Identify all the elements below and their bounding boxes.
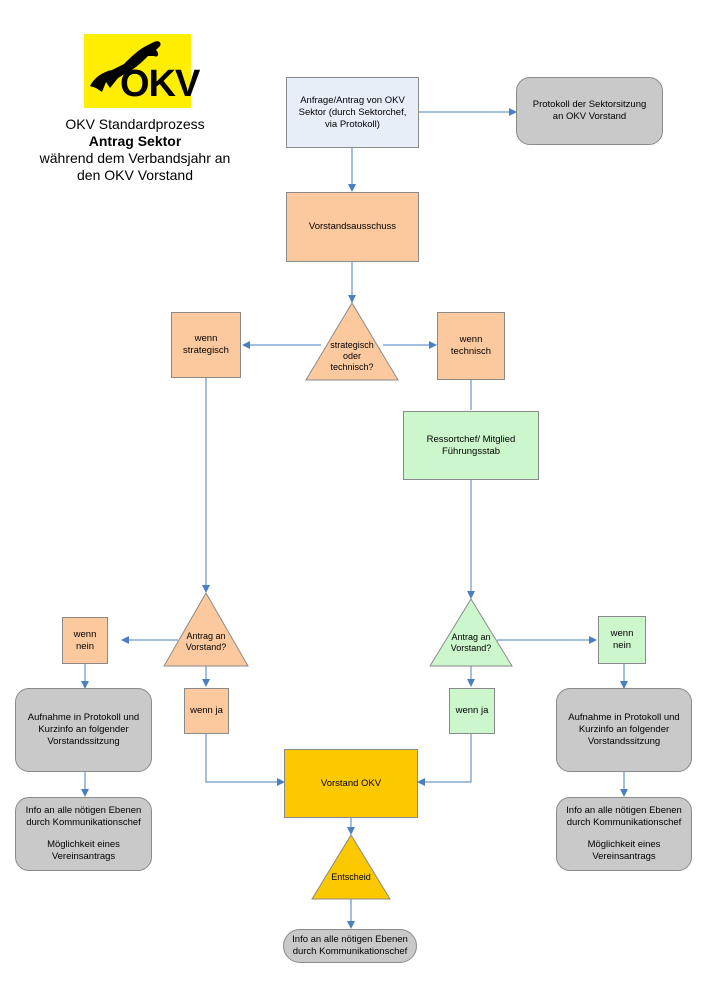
decision-triangle-entscheid (311, 834, 391, 900)
antrag-left-label: Antrag an Vorstand? (185, 631, 227, 652)
aufnahme-left-box: Aufnahme in Protokoll und Kurzinfo an fo… (15, 688, 152, 772)
antrag-right-label: Antrag an Vorstand? (450, 632, 492, 653)
decision-triangle-type (305, 302, 399, 381)
vorstand-okv-box: Vorstand OKV (284, 749, 418, 818)
decision-triangle-right (429, 598, 513, 667)
wenn-ja-left-box: wenn ja (184, 688, 229, 734)
title-line-4: den OKV Vorstand (77, 167, 193, 183)
aufnahme-right-box: Aufnahme in Protokoll und Kurzinfo an fo… (556, 688, 692, 772)
decision-type-label: strategisch oder technisch? (330, 340, 374, 372)
title-line-2: Antrag Sektor (88, 133, 182, 149)
wenn-technisch-box: wenn technisch (437, 312, 505, 380)
okv-logo: OKV (84, 34, 200, 108)
page-title: OKV Standardprozess Antrag Sektor währen… (20, 116, 250, 184)
info-left-box: Info an alle nötigen Ebenen durch Kommun… (15, 797, 152, 871)
info-bottom-box: Info an alle nötigen Ebenen durch Kommun… (283, 929, 417, 963)
protokoll-sektor-box: Protokoll der Sektorsitzung an OKV Vorst… (516, 77, 663, 145)
entscheid-label: Entscheid (331, 872, 371, 882)
horse-icon (90, 41, 161, 92)
title-line-1: OKV Standardprozess (65, 116, 205, 132)
ressortchef-box: Ressortchef/ Mitglied Führungsstab (403, 411, 539, 480)
wenn-nein-right-box: wenn nein (598, 616, 646, 664)
vorstandsausschuss-box: Vorstandsausschuss (286, 192, 419, 262)
info-right-box: Info an alle nötigen Ebenen durch Kommun… (556, 797, 692, 871)
title-line-3: während dem Verbandsjahr an (39, 150, 231, 166)
wenn-nein-left-box: wenn nein (62, 617, 108, 664)
wenn-ja-right-box: wenn ja (449, 688, 495, 734)
wenn-strategisch-box: wenn strategisch (171, 312, 241, 378)
logo-text: OKV (120, 63, 200, 105)
decision-triangle-left (163, 591, 249, 667)
anfrage-box: Anfrage/Antrag von OKV Sektor (durch Sek… (286, 77, 419, 148)
